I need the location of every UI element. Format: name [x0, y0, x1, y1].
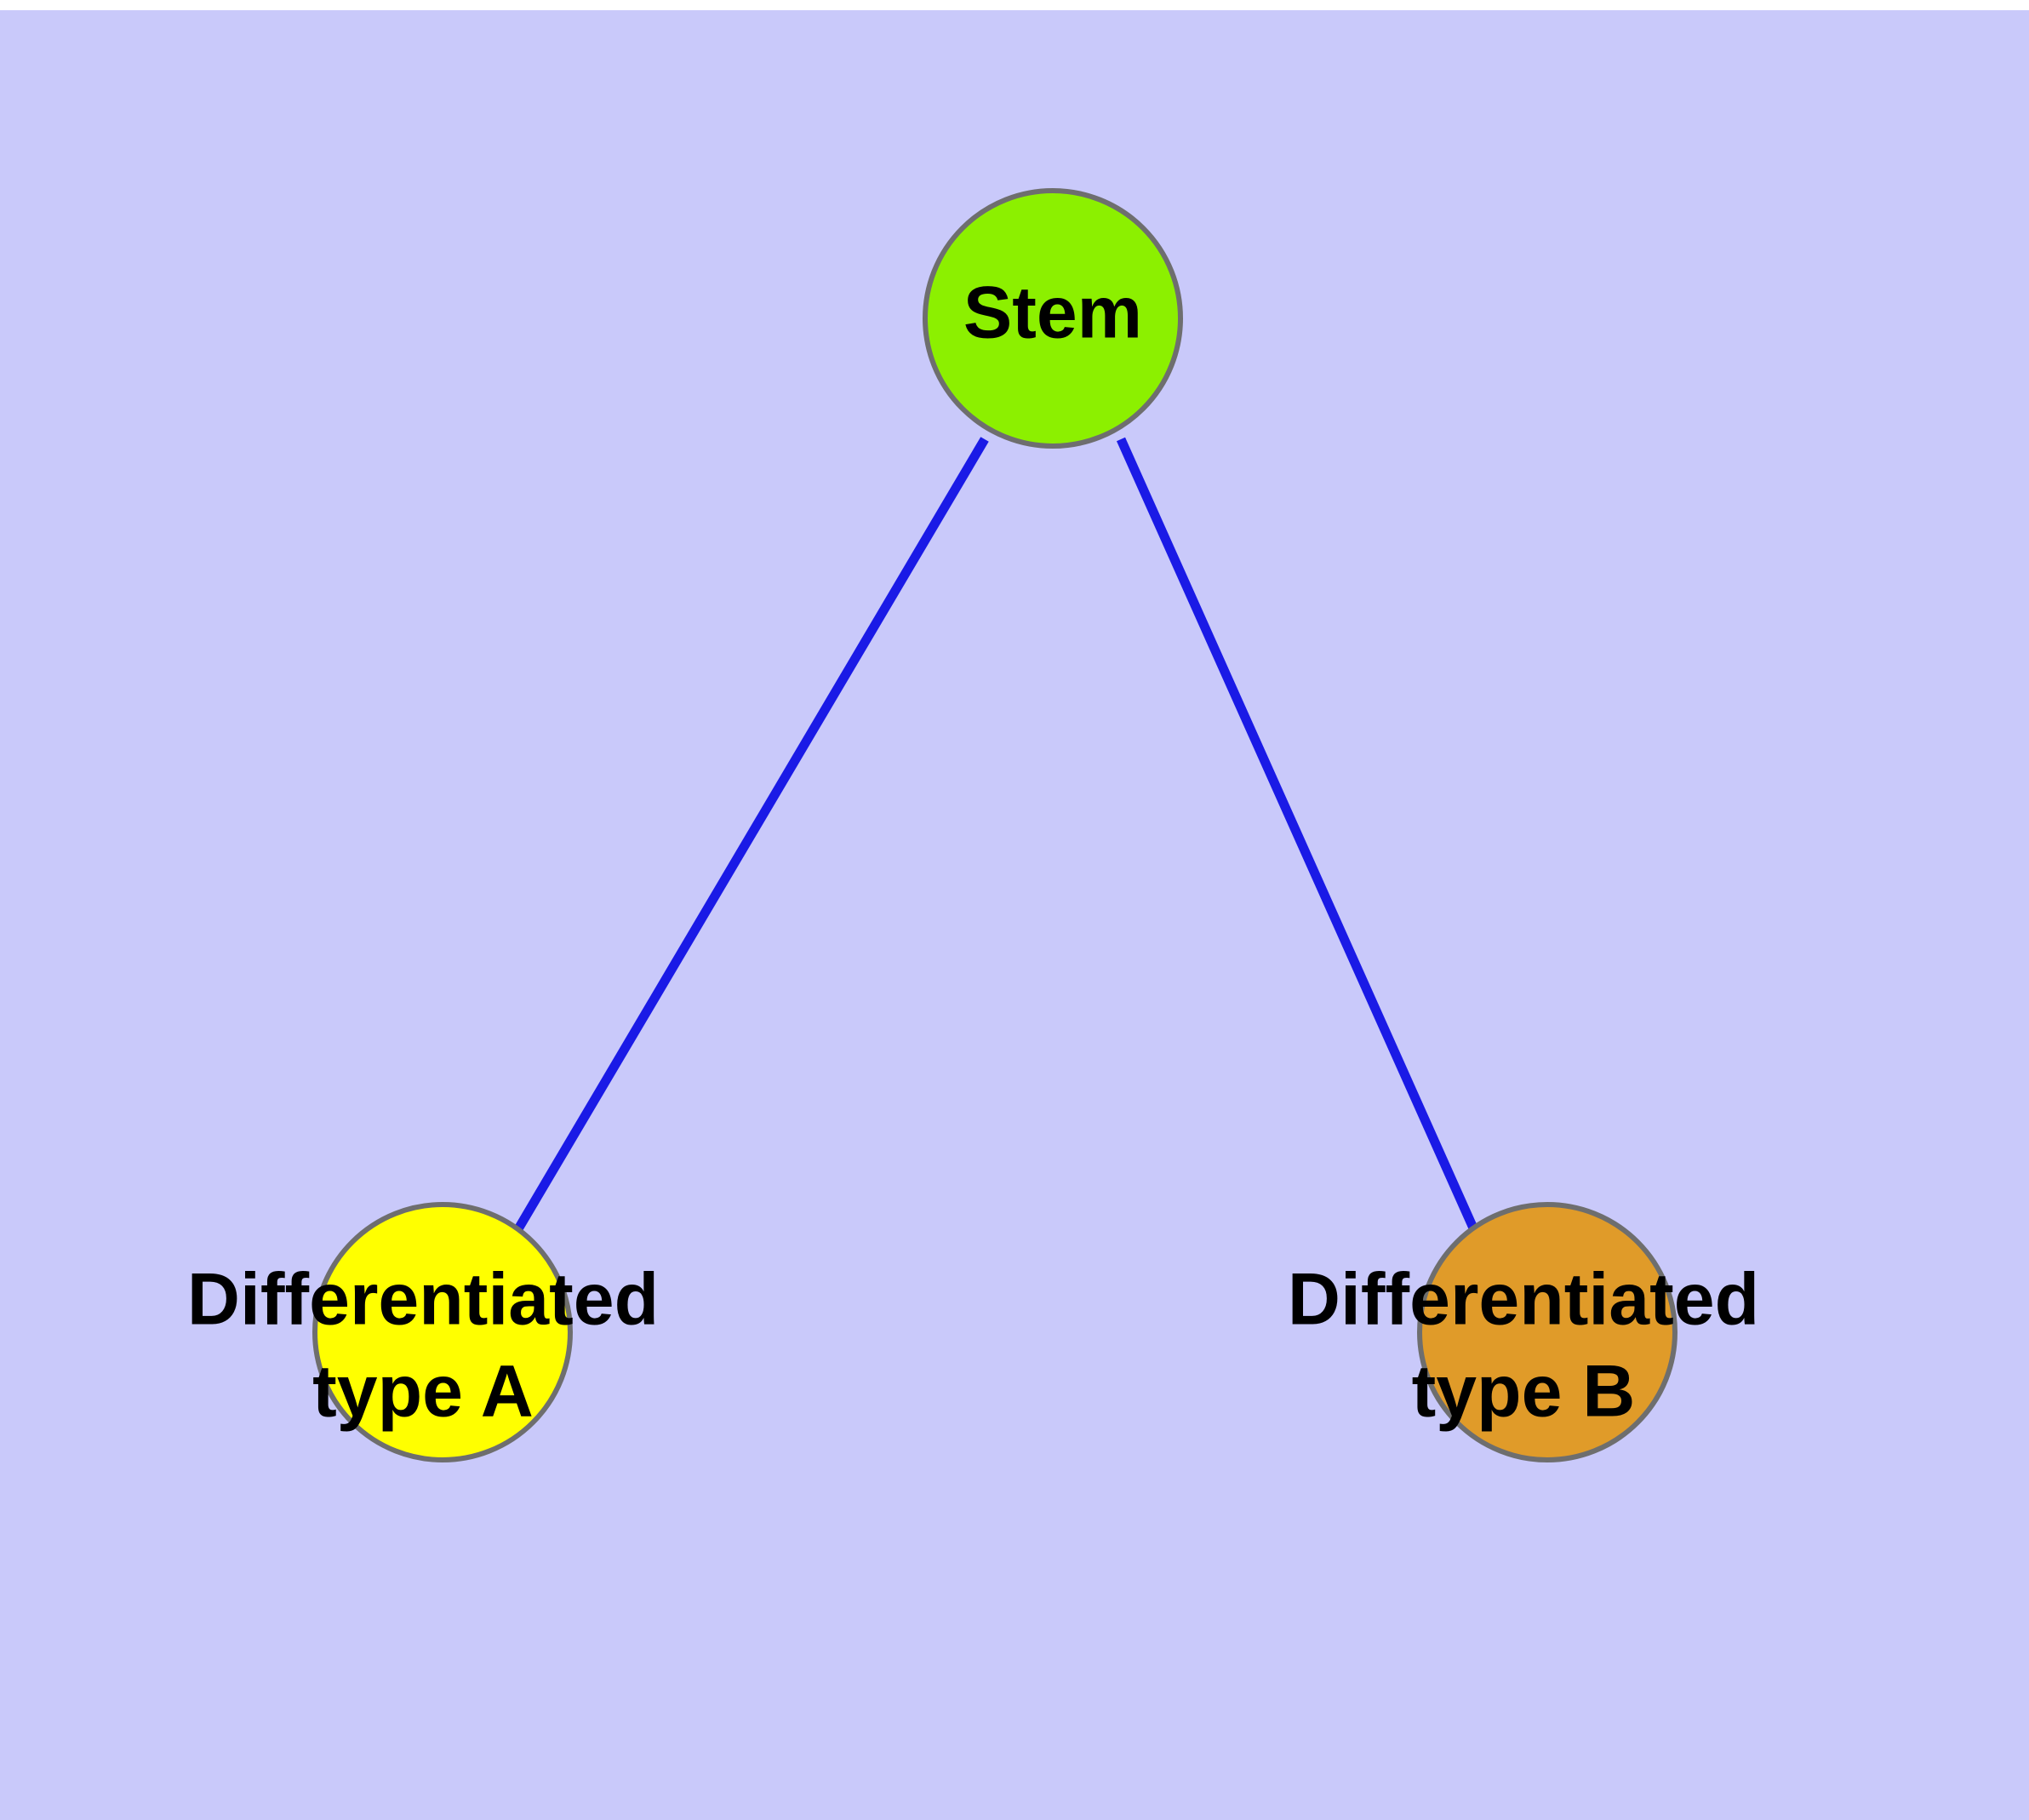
node-stem-label: Stem — [963, 272, 1142, 354]
node-differentiated-type-b-label-line1: Differentiated — [1288, 1259, 1759, 1341]
node-stem[interactable] — [923, 188, 1183, 449]
edge-layer — [512, 437, 1480, 1234]
label-layer: Stem Differentiated type A Differentiate… — [187, 272, 1759, 1433]
node-differentiated-type-b[interactable] — [1417, 1202, 1677, 1462]
node-layer — [312, 188, 1677, 1462]
edge-stem-to-diff-a[interactable] — [512, 437, 989, 1234]
node-differentiated-type-a-label-line1: Differentiated — [187, 1259, 659, 1341]
node-differentiated-type-a[interactable] — [312, 1202, 573, 1462]
edge-stem-to-diff-b[interactable] — [1116, 437, 1480, 1234]
node-differentiated-type-a-label-line2: type A — [312, 1351, 534, 1433]
node-differentiated-type-b-label-line2: type B — [1412, 1351, 1636, 1433]
